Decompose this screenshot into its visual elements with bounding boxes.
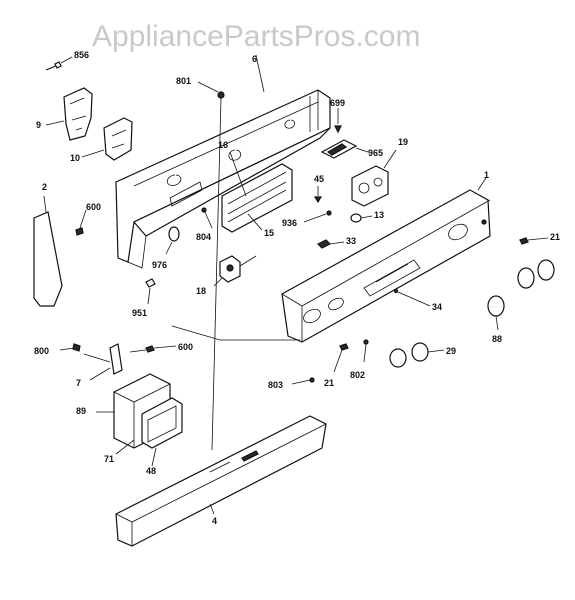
part-800-screw [59,343,81,352]
label-89: 89 [76,406,86,416]
part-600-screw-lower [145,345,177,353]
label-71: 71 [104,454,114,464]
label-16: 16 [218,140,228,150]
part-89-71-48-assembly [96,373,183,467]
label-48: 48 [146,466,156,476]
watermark-text: AppliancePartsPros.com [92,20,420,53]
label-21-right: 21 [550,232,560,242]
part-10-bracket [81,117,133,161]
part-965-switch [320,139,369,159]
label-4: 4 [212,516,217,526]
part-801-screw [197,81,225,451]
label-976: 976 [152,260,167,270]
part-45-screw [313,186,323,204]
part-19-knobs [351,149,397,207]
label-6: 6 [252,54,257,64]
label-21-lower: 21 [324,378,334,388]
label-936: 936 [282,218,297,228]
label-45: 45 [314,174,324,184]
part-803-screw [291,377,315,385]
label-802: 802 [350,370,365,380]
part-21-screw-lower [333,343,349,373]
part-802-screw [363,339,369,363]
label-2: 2 [42,182,47,192]
label-18: 18 [196,286,206,296]
part-976-bushing [165,226,180,255]
part-21-screw-right [519,237,549,245]
label-10: 10 [70,153,80,163]
label-801: 801 [176,76,191,86]
part-34-clip [393,288,431,307]
part-600-screw-upper [75,209,87,236]
part-951-clip [145,278,156,305]
label-88: 88 [492,334,502,344]
label-804: 804 [196,232,211,242]
part-33-clip [316,239,345,249]
label-800: 800 [34,346,49,356]
label-13: 13 [374,210,384,220]
part-4-trim-rail [115,415,327,547]
part-856-screw [45,56,73,71]
part-804-screw [201,207,213,229]
label-600-upper: 600 [86,202,101,212]
part-699-screw [334,108,342,134]
part-knob-caps-right [517,259,555,289]
label-965: 965 [368,148,383,158]
part-936-screw [303,210,332,223]
label-19: 19 [398,137,408,147]
label-803: 803 [268,380,283,390]
label-1: 1 [484,170,489,180]
part-29-knobs [389,342,445,368]
label-951: 951 [132,308,147,318]
label-15: 15 [264,228,274,238]
label-29: 29 [446,346,456,356]
part-9-bracket [45,87,93,141]
label-600-lower: 600 [178,342,193,352]
part-6-back-housing [115,54,331,269]
part-1-control-panel [281,177,491,343]
part-13-nut [350,213,373,223]
part-15-16-inner-panel [221,151,293,233]
label-9: 9 [36,120,41,130]
part-88-knob [487,295,505,331]
label-699: 699 [330,98,345,108]
label-856: 856 [74,50,89,60]
part-2-side-panel [33,195,63,307]
label-33: 33 [346,236,356,246]
part-7-bracket [83,343,147,381]
label-34: 34 [432,302,442,312]
leader-line [171,325,300,341]
label-7: 7 [76,378,81,388]
part-18-switch [213,255,257,287]
